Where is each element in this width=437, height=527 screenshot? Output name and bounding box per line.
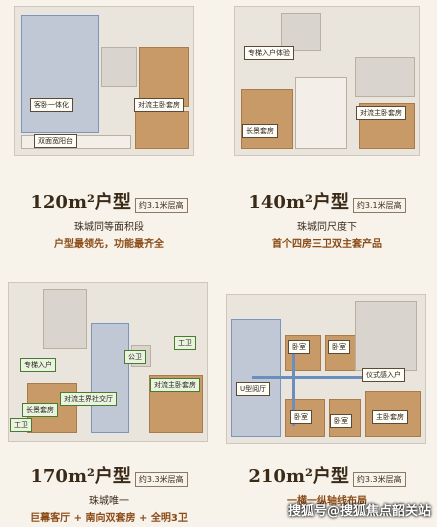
ceiling-note: 约3.1米层高 [134, 198, 188, 213]
size-label: 170m²户型 [30, 466, 131, 487]
tag-master-suite: 对流主卧套房 [356, 106, 406, 120]
tag-long-view-suite: 长景套房 [242, 124, 278, 138]
social-hall [91, 323, 129, 433]
living-area [21, 15, 99, 133]
size-label: 120m²户型 [30, 192, 131, 213]
tag-guest-bedroom: 客卧一体化 [30, 98, 73, 112]
size-label: 140m²户型 [248, 192, 349, 213]
desc-line1: 珠城唯一 [89, 496, 129, 507]
tag-bedroom-3: 卧室 [290, 410, 312, 424]
axis-horizontal [252, 376, 402, 379]
tag-bedroom-2: 卧室 [328, 340, 350, 354]
tag-elevator-entry: 专梯入户体验 [244, 46, 294, 60]
desc-line2: 首个四房三卫双主套产品 [272, 239, 382, 250]
plan-140: 专梯入户体验 长景套房 对流主卧套房 [222, 6, 430, 181]
tag-bath-left: 工卫 [10, 418, 32, 432]
tag-social-hall: 对流主界社交厅 [60, 392, 117, 406]
tag-master-suite: 对流主卧套房 [134, 98, 184, 112]
plan-210: 卧室 卧室 仪式感入户 U型阅厅 卧室 卧室 主卧套房 [222, 290, 432, 450]
tag-ceremony-entry: 仪式感入户 [362, 368, 405, 382]
caption-170: 170m²户型 约3.3米层高 珠城唯一 巨幕客厅 + 南向双套房 + 全明3卫 [4, 462, 214, 524]
living-room [295, 77, 347, 149]
caption-210: 210m²户型 约3.3米层高 一横一纵轴线布局 [222, 462, 432, 507]
tag-master-suite: 主卧套房 [372, 410, 408, 424]
tag-public-bath: 公卫 [124, 350, 146, 364]
tag-balcony: 双面宽阳台 [34, 134, 77, 148]
caption-120: 120m²户型 约3.1米层高 珠城同等面积段 户型最领先，功能最齐全 [4, 188, 214, 250]
desc-line2: 巨幕客厅 + 南向双套房 + 全明3卫 [30, 513, 188, 524]
plan-170: 专梯入户 长景套房 对流主界社交厅 公卫 工卫 对流主卧套房 工卫 [4, 278, 214, 448]
tag-bedroom-4: 卧室 [330, 414, 352, 428]
desc-line1: 珠城同尺度下 [297, 222, 357, 233]
size-label: 210m²户型 [248, 466, 349, 487]
caption-140: 140m²户型 约3.1米层高 珠城同尺度下 首个四房三卫双主套产品 [222, 188, 432, 250]
floorplan-140 [234, 6, 420, 156]
long-view-suite [241, 89, 293, 149]
desc-line2: 户型最领先，功能最齐全 [54, 239, 164, 250]
desc-line2: 一横一纵轴线布局 [287, 496, 367, 507]
ceiling-note: 约3.1米层高 [352, 198, 406, 213]
bedroom [355, 57, 415, 97]
terrace [43, 289, 87, 349]
tag-master-suite: 对流主卧套房 [150, 378, 200, 392]
tag-bath-right: 工卫 [174, 336, 196, 350]
tag-long-view-suite: 长景套房 [22, 403, 58, 417]
ceiling-note: 约3.3米层高 [352, 472, 406, 487]
terrace [355, 301, 417, 371]
axis-vertical [292, 340, 295, 426]
entry-lobby [281, 13, 321, 51]
bedroom [101, 47, 137, 87]
tag-bedroom-1: 卧室 [288, 340, 310, 354]
tag-elevator-entry: 专梯入户 [20, 358, 56, 372]
source-watermark: 搜狐号@搜狐焦点韶关站 [287, 504, 431, 519]
plan-120: 客卧一体化 对流主卧套房 双面宽阳台 [6, 6, 212, 181]
ceiling-note: 约3.3米层高 [134, 472, 188, 487]
study [135, 111, 189, 149]
desc-line1: 珠城同等面积段 [74, 222, 144, 233]
tag-u-hall: U型阅厅 [236, 382, 271, 396]
